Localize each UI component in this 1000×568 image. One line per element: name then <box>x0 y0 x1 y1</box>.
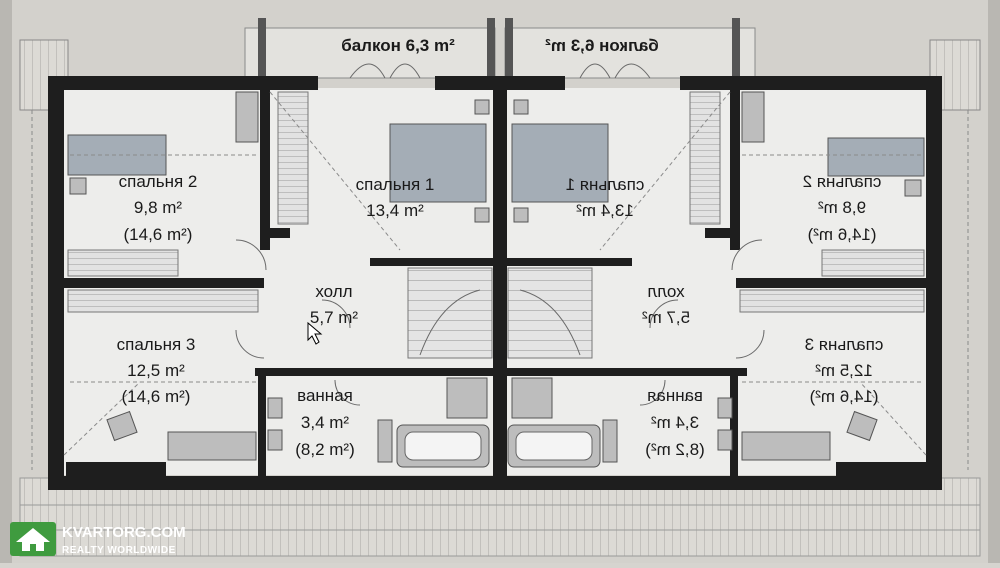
bedroom2-left-area: 9,8 m² <box>134 198 183 217</box>
bedroom2-left-name: спальня 2 <box>119 172 198 191</box>
roof-hatching <box>19 39 981 557</box>
door-swings <box>235 239 765 406</box>
mouse-cursor-icon <box>307 321 323 345</box>
bathroom-left-name: ванная <box>297 386 353 405</box>
hall-right-area: 5,7 m² <box>642 308 691 327</box>
staircase <box>407 267 593 359</box>
bedroom3-right-area: 12,5 m² <box>815 361 873 380</box>
balcony-right-label: балкон 6,3 m² <box>545 36 659 55</box>
bathroom-right-total: (8,2 m²) <box>645 440 705 459</box>
watermark: KVARTORG.COM REALTY WORLDWIDE <box>10 522 186 556</box>
balcony-left-label: балкон 6,3 m² <box>341 36 455 55</box>
watermark-title: KVARTORG.COM <box>62 524 186 541</box>
bedroom3-left-name: спальня 3 <box>117 335 196 354</box>
watermark-subtitle: REALTY WORLDWIDE <box>62 545 176 556</box>
bathroom-left-total: (8,2 m²) <box>295 440 355 459</box>
bedroom3-right-name: спальня 3 <box>805 335 884 354</box>
balcony-area <box>244 18 756 80</box>
left-unit-labels: спальня 2 9,8 m² (14,6 m²) спальня 1 13,… <box>117 172 435 459</box>
house-logo-icon <box>10 522 56 556</box>
bathroom-right-name: ванная <box>647 386 703 405</box>
ceiling-slope-lines <box>31 91 969 470</box>
wardrobes <box>67 91 925 313</box>
bedroom1-right-name: спальня 1 <box>566 175 645 194</box>
bathroom-left-area: 3,4 m² <box>301 413 350 432</box>
bedroom1-right-area: 13,4 m² <box>576 201 634 220</box>
bedroom2-left-total: (14,6 m²) <box>124 225 193 244</box>
right-unit-labels: спальня 2 9,8 m² (14,6 m²) спальня 1 13,… <box>566 172 884 459</box>
hall-right-name: холл <box>647 282 684 301</box>
interior-walls-left <box>64 90 495 476</box>
bathroom-right-area: 3,4 m² <box>651 413 700 432</box>
bathroom-fixtures <box>267 377 733 468</box>
exterior-walls <box>48 76 942 490</box>
furniture <box>67 91 925 461</box>
bedroom2-right-area: 9,8 m² <box>818 198 867 217</box>
hall-left-name: холл <box>315 282 352 301</box>
bedroom1-left-area: 13,4 m² <box>366 201 424 220</box>
bedroom3-right-total: (14,6 m²) <box>810 387 879 406</box>
bedroom3-left-total: (14,6 m²) <box>122 387 191 406</box>
bedroom3-left-area: 12,5 m² <box>127 361 185 380</box>
interior-walls-right <box>507 90 926 476</box>
bedroom2-right-total: (14,6 m²) <box>808 225 877 244</box>
bedroom1-left-name: спальня 1 <box>356 175 435 194</box>
bedroom2-right-name: спальня 2 <box>803 172 882 191</box>
hall-left-area: 5,7 m² <box>310 308 359 327</box>
